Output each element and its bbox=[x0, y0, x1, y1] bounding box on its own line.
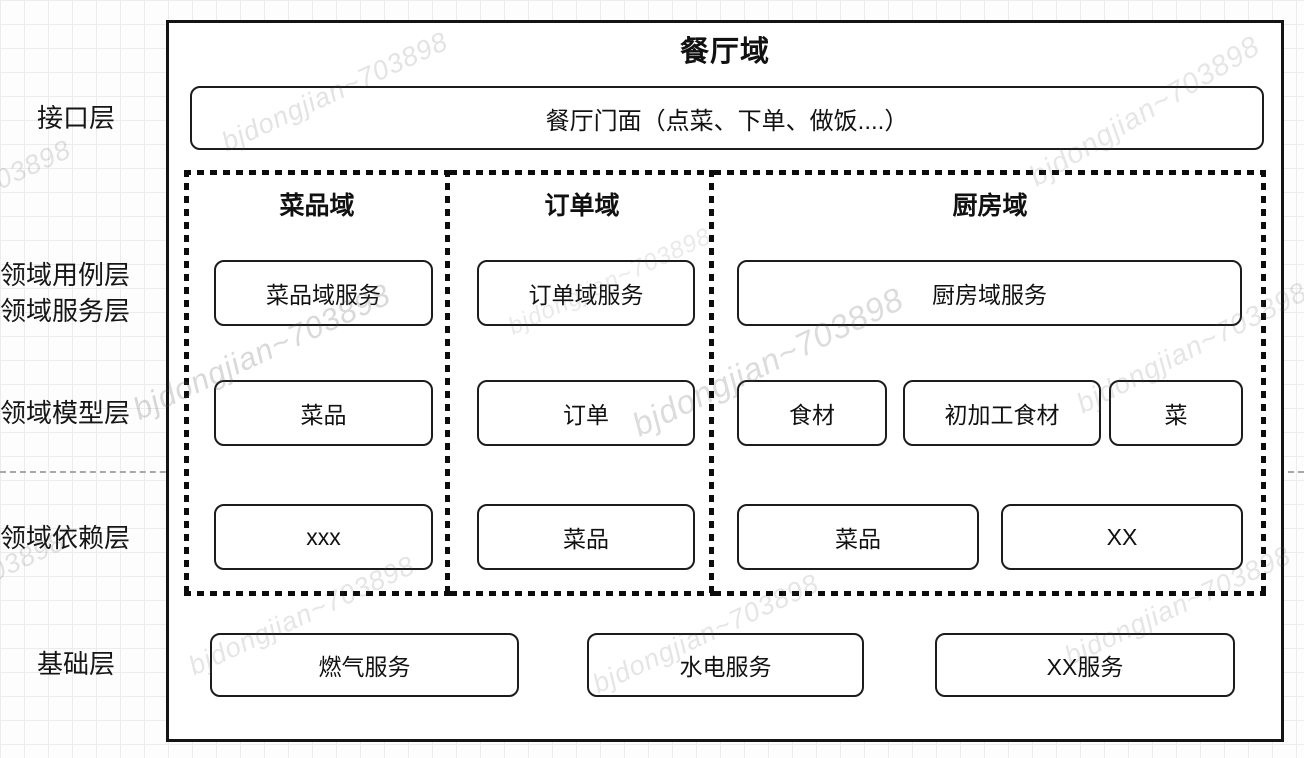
domain-kitchen-model-prepped-ingredient-label: 初加工食材 bbox=[944, 402, 1060, 428]
domain-dish-service-label: 菜品域服务 bbox=[266, 282, 381, 308]
layer-label-model: 领域模型层 bbox=[0, 398, 131, 428]
domain-kitchen-dependency-dish-label: 菜品 bbox=[835, 526, 881, 552]
domain-order-dependency-box: 菜品 bbox=[477, 504, 695, 570]
watermark-text: bjdongjian~703898 bbox=[0, 133, 76, 266]
domain-kitchen-model-prepped-ingredient-box: 初加工食材 bbox=[903, 380, 1101, 446]
diagram-title: 餐厅域 bbox=[679, 36, 770, 68]
domain-kitchen-dependency-xx-box: XX bbox=[1001, 504, 1243, 570]
infrastructure-gas-service-label: 燃气服务 bbox=[318, 654, 411, 680]
layer-label-dependency: 领域依赖层 bbox=[0, 523, 131, 553]
domain-kitchen-title: 厨房域 bbox=[952, 192, 1028, 220]
domain-dish-model-label: 菜品 bbox=[300, 402, 347, 428]
domain-kitchen-service-label: 厨房域服务 bbox=[932, 282, 1047, 308]
facade-label: 餐厅门面（点菜、下单、做饭....） bbox=[545, 107, 909, 135]
infrastructure-xx-service-label: XX服务 bbox=[1046, 654, 1124, 680]
layer-label-usecase-line: 领域用例层 bbox=[0, 260, 131, 290]
layer-label-base: 基础层 bbox=[36, 649, 115, 679]
domain-order-dependency-label: 菜品 bbox=[563, 526, 609, 552]
facade-box: 餐厅门面（点菜、下单、做饭....） bbox=[190, 86, 1264, 150]
domain-order-service-box: 订单域服务 bbox=[477, 260, 695, 326]
domain-dish-dependency-box: xxx bbox=[214, 504, 433, 570]
domain-kitchen: 厨房域 厨房域服务 食材 初加工食材 菜 菜品 XX bbox=[714, 170, 1266, 596]
domain-dish-service-box: 菜品域服务 bbox=[214, 260, 433, 326]
domain-kitchen-dependency-dish-box: 菜品 bbox=[737, 504, 979, 570]
domain-dish-model-box: 菜品 bbox=[214, 380, 433, 446]
domain-order-service-label: 订单域服务 bbox=[528, 282, 644, 308]
domain-kitchen-model-dish-box: 菜 bbox=[1109, 380, 1243, 446]
domain-kitchen-service-box: 厨房域服务 bbox=[737, 260, 1242, 326]
infrastructure-gas-service-box: 燃气服务 bbox=[210, 633, 519, 697]
domain-kitchen-model-dish-label: 菜 bbox=[1164, 402, 1188, 428]
domain-kitchen-dependency-xx-label: XX bbox=[1106, 523, 1138, 550]
domain-order-model-label: 订单 bbox=[563, 402, 609, 428]
layer-label-usecase-service: 领域用例层 领域服务层 bbox=[0, 257, 130, 329]
domain-order-model-box: 订单 bbox=[477, 380, 695, 446]
infrastructure-water-electric-service-label: 水电服务 bbox=[679, 654, 772, 680]
domain-dish: 菜品域 菜品域服务 菜品 xxx bbox=[184, 170, 450, 596]
domain-kitchen-model-ingredient-box: 食材 bbox=[737, 380, 887, 446]
layer-label-interface: 接口层 bbox=[36, 103, 115, 133]
infrastructure-xx-service-box: XX服务 bbox=[935, 633, 1235, 697]
domain-order: 订单域 订单域服务 订单 菜品 bbox=[450, 170, 714, 596]
domain-dish-dependency-label: xxx bbox=[306, 523, 341, 550]
layer-label-service-line: 领域服务层 bbox=[0, 296, 131, 326]
domain-order-title: 订单域 bbox=[544, 192, 620, 220]
restaurant-domain-container: 餐厅域 餐厅门面（点菜、下单、做饭....） 菜品域 菜品域服务 菜品 xxx … bbox=[166, 20, 1284, 742]
infrastructure-water-electric-service-box: 水电服务 bbox=[587, 633, 864, 697]
domain-dish-title: 菜品域 bbox=[279, 192, 355, 220]
domain-kitchen-model-ingredient-label: 食材 bbox=[789, 402, 835, 428]
